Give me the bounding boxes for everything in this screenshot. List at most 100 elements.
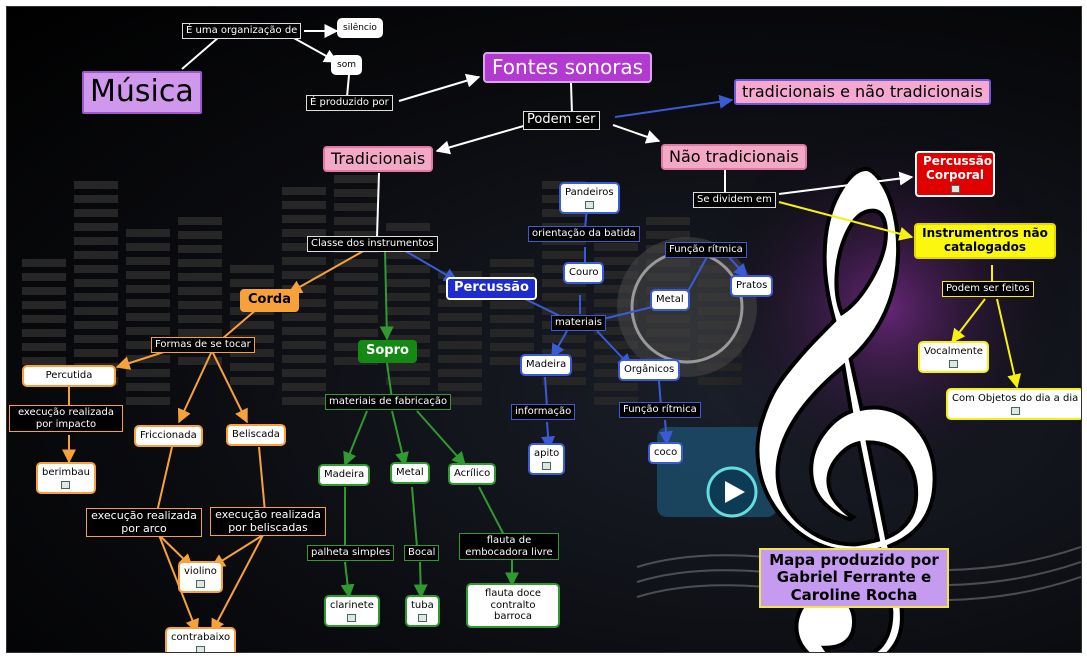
node-vocalmente[interactable]: Vocalmente <box>918 341 989 373</box>
node-tuba[interactable]: tuba <box>405 595 440 627</box>
equalizer-bar <box>282 327 326 335</box>
equalizer-bar <box>594 341 638 349</box>
equalizer-bar <box>22 273 66 281</box>
equalizer-bar <box>334 175 378 183</box>
equalizer-bar <box>74 335 118 343</box>
node-pandeiros-label: Pandeiros <box>565 187 614 198</box>
node-beliscada[interactable]: Beliscada <box>226 424 286 446</box>
equalizer-bar <box>438 355 482 363</box>
node-madeira-sopro[interactable]: Madeira <box>318 464 371 486</box>
equalizer-bar <box>386 307 430 315</box>
resource-icon[interactable] <box>61 480 71 489</box>
equalizer-bar <box>438 327 482 335</box>
node-organicos[interactable]: Orgânicos <box>618 359 681 381</box>
node-pratos[interactable]: Pratos <box>730 275 774 297</box>
equalizer-bar <box>282 229 326 237</box>
link-execucao-arco: execução realizada por arco <box>86 508 202 538</box>
node-friccionada[interactable]: Friccionada <box>134 425 203 447</box>
equalizer-bar <box>282 369 326 377</box>
resource-icon[interactable] <box>584 200 594 209</box>
equalizer-bar <box>74 349 118 357</box>
node-fontes-sonoras[interactable]: Fontes sonoras <box>483 52 653 83</box>
node-tradicionais[interactable]: Tradicionais <box>323 146 434 173</box>
link-formas-de-se-tocar: Formas de se tocar <box>151 337 255 353</box>
link-e-produzido-por: É produzido por <box>306 95 393 111</box>
equalizer-bar <box>282 383 326 391</box>
node-com-objetos[interactable]: Com Objetos do dia a dia <box>946 388 1081 420</box>
equalizer-bar <box>438 397 482 405</box>
node-metal-perc[interactable]: Metal <box>650 289 690 311</box>
equalizer-bar <box>438 313 482 321</box>
equalizer-bar <box>334 357 378 365</box>
node-clarinete-label: clarinete <box>330 600 374 611</box>
equalizer-bar <box>230 265 274 273</box>
equalizer-bar <box>386 321 430 329</box>
equalizer-bar <box>490 329 534 337</box>
equalizer-bar <box>74 307 118 315</box>
equalizer-bar <box>542 307 586 315</box>
node-percussao[interactable]: Percussão <box>446 277 537 300</box>
node-instrumentos-nao-catalogados[interactable]: Instrumentros não catalogados <box>914 223 1056 259</box>
node-corda[interactable]: Corda <box>240 289 299 312</box>
equalizer-bar <box>126 341 170 349</box>
resource-icon[interactable] <box>1010 406 1020 415</box>
equalizer-bar <box>178 301 222 309</box>
node-percutida[interactable]: Percutida <box>22 365 116 387</box>
node-violino[interactable]: violino <box>178 561 223 593</box>
equalizer-bar <box>646 231 690 239</box>
node-percussao-corporal[interactable]: Percussão Corporal <box>915 151 995 197</box>
node-musica[interactable]: Música <box>82 71 202 114</box>
node-couro[interactable]: Couro <box>563 262 605 284</box>
equalizer-bar <box>230 279 274 287</box>
equalizer-bar <box>594 313 638 321</box>
node-flauta-doce[interactable]: flauta doce contralto barroca <box>466 583 560 628</box>
node-madeira-perc[interactable]: Madeira <box>520 354 573 376</box>
equalizer-bar <box>490 301 534 309</box>
equalizer-bar <box>230 363 274 371</box>
node-som[interactable]: som <box>331 55 362 76</box>
resource-icon[interactable] <box>196 645 206 652</box>
equalizer-bar <box>282 355 326 363</box>
connector-lines <box>62 24 1022 634</box>
equalizer-bar <box>74 321 118 329</box>
equalizer-bar <box>438 299 482 307</box>
node-acrilico[interactable]: Acrílico <box>448 463 497 485</box>
equalizer-bar <box>542 335 586 343</box>
resource-icon[interactable] <box>417 613 427 622</box>
equalizer-bar <box>282 257 326 265</box>
equalizer-bar <box>126 313 170 321</box>
node-metal-sopro[interactable]: Metal <box>390 462 430 484</box>
concept-map-canvas: 𝄞 <box>6 6 1082 653</box>
node-tradicionais-e-nao-tradicionais[interactable]: tradicionais e não tradicionais <box>734 79 991 106</box>
resource-icon[interactable] <box>347 613 357 622</box>
equalizer-bar <box>282 201 326 209</box>
node-nao-tradicionais[interactable]: Não tradicionais <box>661 144 807 171</box>
node-silencio[interactable]: silêncio <box>337 18 383 39</box>
equalizer-bar <box>334 287 378 295</box>
link-flauta-embocadora: flauta de embocadora livre <box>459 533 559 560</box>
node-contrabaixo[interactable]: contrabaixo <box>165 627 237 652</box>
node-sopro[interactable]: Sopro <box>358 340 417 363</box>
equalizer-bar <box>386 279 430 287</box>
resource-icon[interactable] <box>948 359 958 368</box>
node-apito[interactable]: apito <box>528 443 566 475</box>
resource-icon[interactable] <box>542 461 552 470</box>
equalizer-bar <box>334 315 378 323</box>
equalizer-bar <box>334 273 378 281</box>
equalizer-bar <box>282 271 326 279</box>
equalizer-bar <box>74 195 118 203</box>
node-pandeiros[interactable]: Pandeiros <box>559 182 620 214</box>
resource-icon[interactable] <box>195 579 205 588</box>
link-funcao-ritmica-1: Função rítmica <box>665 242 747 258</box>
node-berimbau[interactable]: berimbau <box>36 462 96 494</box>
equalizer-bar <box>542 377 586 385</box>
resource-icon[interactable] <box>950 184 960 193</box>
node-com-objetos-label: Com Objetos do dia a dia <box>952 393 1079 404</box>
equalizer-bar <box>334 189 378 197</box>
equalizer-bar <box>646 217 690 225</box>
equalizer-bar <box>282 285 326 293</box>
node-clarinete[interactable]: clarinete <box>324 595 380 627</box>
node-apito-label: apito <box>534 448 560 459</box>
node-coco[interactable]: coco <box>648 442 684 464</box>
equalizer-bar <box>282 397 326 405</box>
